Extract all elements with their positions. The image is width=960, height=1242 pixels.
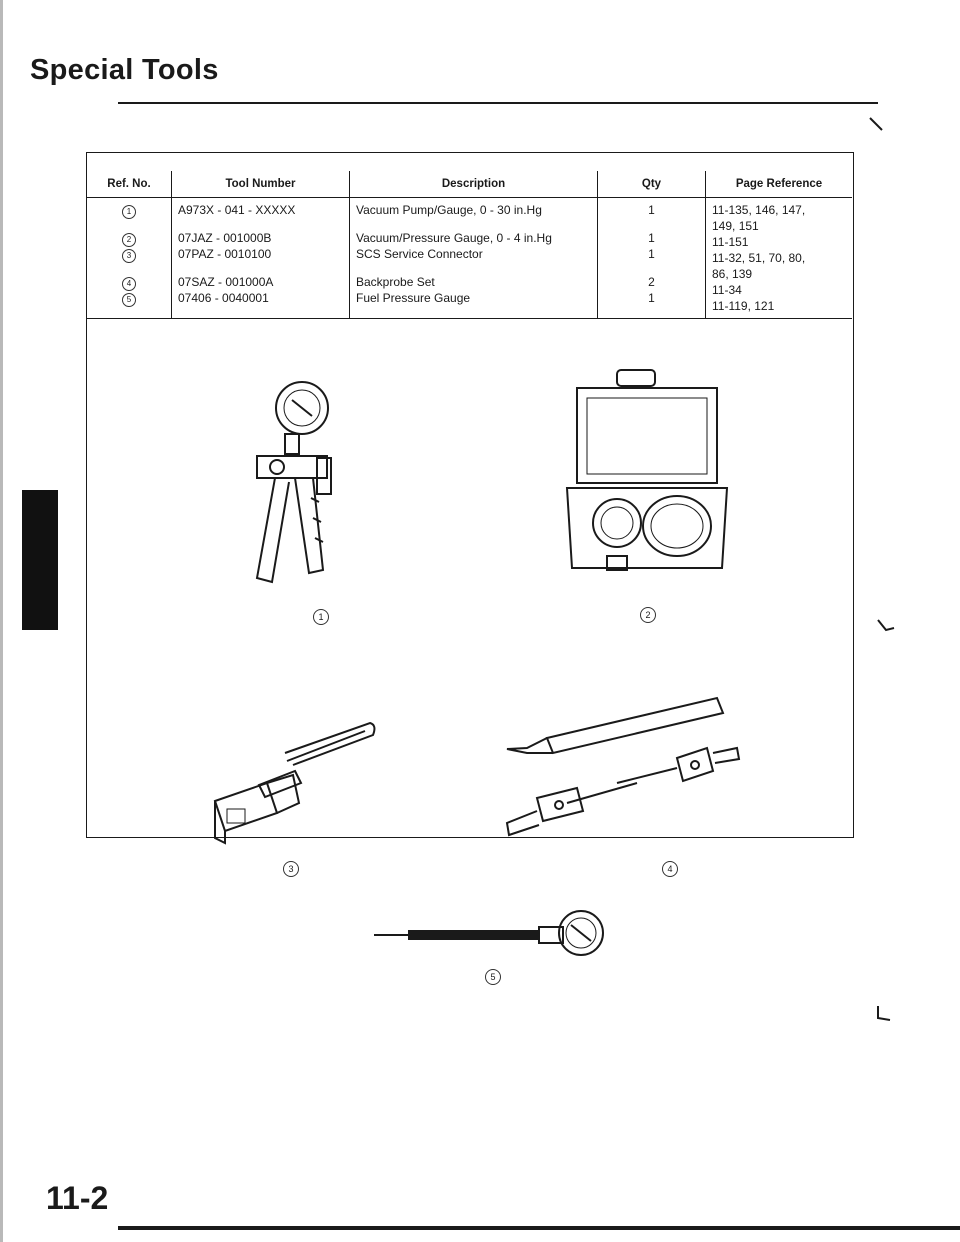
- corner-tick-icon: [869, 117, 883, 131]
- qty-cell: 1: [648, 231, 655, 245]
- qty-cell: 1: [648, 247, 655, 261]
- tool-number-cell: 07PAZ - 0010100: [178, 247, 272, 261]
- section-tab-marker: [22, 490, 58, 630]
- page-title: Special Tools: [30, 54, 219, 86]
- tool-number-cell: 07SAZ - 001000A: [178, 275, 274, 289]
- qty-column: 1 1 1 2 1: [597, 197, 706, 319]
- callout-badge: 3: [283, 861, 299, 877]
- description-column: Vacuum Pump/Gauge, 0 - 30 in.Hg Vacuum/P…: [349, 197, 598, 319]
- page-reference-line: 86, 139: [712, 267, 753, 281]
- backprobe-set-icon: [505, 696, 741, 837]
- description-cell: Backprobe Set: [356, 275, 435, 289]
- description-cell: Fuel Pressure Gauge: [356, 291, 471, 305]
- page-reference-line: 11-32, 51, 70, 80,: [712, 251, 806, 265]
- description-cell: Vacuum/Pressure Gauge, 0 - 4 in.Hg: [356, 231, 552, 245]
- callout-badge: 1: [313, 609, 329, 625]
- corner-tick-icon: [877, 1006, 891, 1021]
- page-reference-column: 11-135, 146, 147, 149, 151 11-151 11-32,…: [705, 197, 852, 319]
- tools-table: Ref. No. Tool Number Description Qty Pag…: [87, 171, 852, 319]
- corner-tick-icon: [877, 619, 895, 632]
- fuel-pressure-gauge-icon: [374, 910, 604, 956]
- vacuum-pressure-gauge-kit-icon: [565, 369, 729, 571]
- description-cell: SCS Service Connector: [356, 247, 483, 261]
- page-edge-rule: [0, 0, 3, 1242]
- ref-number-badge: 5: [122, 293, 136, 307]
- page-reference-line: 11-135, 146, 147,: [712, 203, 806, 217]
- tool-number-cell: A973X - 041 - XXXXX: [178, 203, 296, 217]
- ref-number-badge: 3: [122, 249, 136, 263]
- tool-number-cell: 07JAZ - 001000B: [178, 231, 272, 245]
- ref-number-badge: 4: [122, 277, 136, 291]
- title-rule: [118, 102, 878, 104]
- tools-panel: Ref. No. Tool Number Description Qty Pag…: [86, 152, 854, 985]
- header-qty: Qty: [597, 171, 706, 198]
- scs-service-connector-icon: [213, 721, 376, 845]
- page-reference-line: 11-119, 121: [712, 299, 775, 313]
- tool-number-cell: 07406 - 0040001: [178, 291, 269, 305]
- page-reference-line: 11-151: [712, 235, 749, 249]
- qty-cell: 1: [648, 203, 655, 217]
- header-page-reference: Page Reference: [705, 171, 852, 198]
- header-description: Description: [349, 171, 598, 198]
- header-ref-no: Ref. No.: [87, 171, 172, 198]
- page-reference-line: 11-34: [712, 283, 742, 297]
- ref-number-badge: 2: [122, 233, 136, 247]
- vacuum-pump-gauge-icon: [255, 381, 332, 584]
- callout-badge: 4: [662, 861, 678, 877]
- bottom-rule: [118, 1226, 960, 1230]
- ref-column: 1 2 3 4 5: [87, 197, 172, 319]
- qty-cell: 1: [648, 291, 655, 305]
- qty-cell: 2: [648, 275, 655, 289]
- table-body-row: 1 2 3 4 5 A973X - 041 - XXXXX 07JAZ - 00…: [87, 197, 852, 319]
- description-cell: Vacuum Pump/Gauge, 0 - 30 in.Hg: [356, 203, 542, 217]
- callout-badge: 2: [640, 607, 656, 623]
- table-header-row: Ref. No. Tool Number Description Qty Pag…: [87, 171, 852, 198]
- page-number: 11-2: [46, 1180, 109, 1216]
- tool-number-column: A973X - 041 - XXXXX 07JAZ - 001000B 07PA…: [171, 197, 350, 319]
- ref-number-badge: 1: [122, 205, 136, 219]
- header-tool-number: Tool Number: [171, 171, 350, 198]
- callout-badge: 5: [485, 969, 501, 985]
- page-reference-line: 149, 151: [712, 219, 759, 233]
